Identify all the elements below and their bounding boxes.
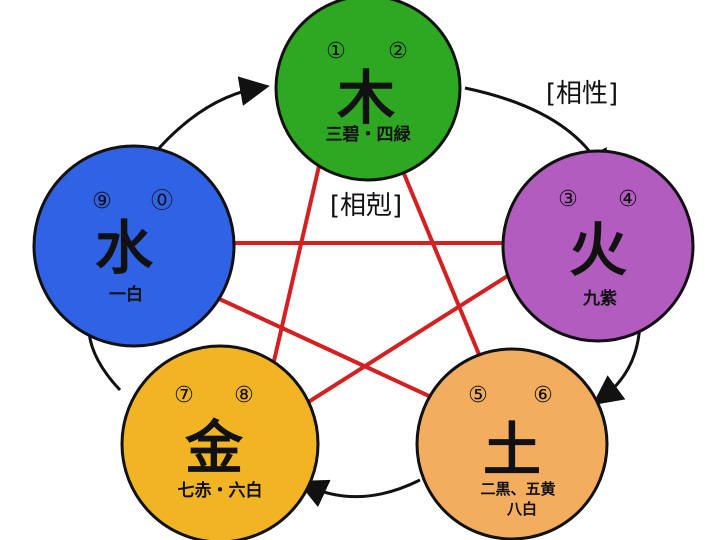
- water-number-right: ⓪: [151, 189, 173, 214]
- node-fire: ③ ④ 火 九紫: [501, 149, 695, 343]
- earth-subtext-line2: 八白: [506, 500, 537, 518]
- earth-number-right: ⑥: [533, 383, 553, 408]
- wood-number-left: ①: [326, 39, 346, 64]
- water-character: 水: [95, 214, 154, 282]
- earth-subtext-line1: 二黒、五黄: [480, 480, 555, 498]
- wood-subtext: 三碧・四緑: [326, 124, 412, 145]
- star-line-fire-metal: [278, 266, 522, 422]
- metal-number-left: ⑦: [174, 383, 194, 408]
- wood-circle: [274, 0, 462, 182]
- metal-character: 金: [185, 414, 244, 482]
- metal-circle: [120, 344, 320, 540]
- water-circle: [32, 144, 236, 348]
- wood-number-right: ②: [388, 39, 408, 64]
- star-line-metal-wood: [263, 139, 327, 401]
- node-water: ⑨ ⓪ 水 一白: [32, 144, 236, 348]
- node-earth: ⑤ ⑥ 土 二黒、五黄 八白: [415, 347, 609, 540]
- fire-character: 火: [569, 216, 627, 284]
- fire-number-left: ③: [558, 187, 578, 212]
- star-line-earth-water: [199, 288, 471, 417]
- water-number-left: ⑨: [92, 189, 112, 214]
- earth-character: 土: [483, 416, 541, 484]
- fire-circle: [501, 149, 695, 343]
- node-metal: ⑦ ⑧ 金 七赤・六白: [120, 344, 320, 540]
- fire-subtext: 九紫: [582, 288, 617, 309]
- metal-subtext: 七赤・六白: [178, 480, 263, 501]
- fire-number-right: ④: [618, 187, 638, 212]
- wood-character: 木: [337, 64, 395, 132]
- metal-number-right: ⑧: [234, 383, 254, 408]
- node-wood: ① ② 木 三碧・四緑: [274, 0, 462, 182]
- earth-number-left: ⑤: [468, 383, 488, 408]
- generating-label: [相性]: [546, 79, 618, 109]
- overcoming-label: [相剋]: [330, 191, 402, 221]
- water-subtext: 一白: [109, 284, 143, 305]
- earth-circle: [415, 347, 609, 540]
- arrow-earth-to-metal: [297, 478, 421, 508]
